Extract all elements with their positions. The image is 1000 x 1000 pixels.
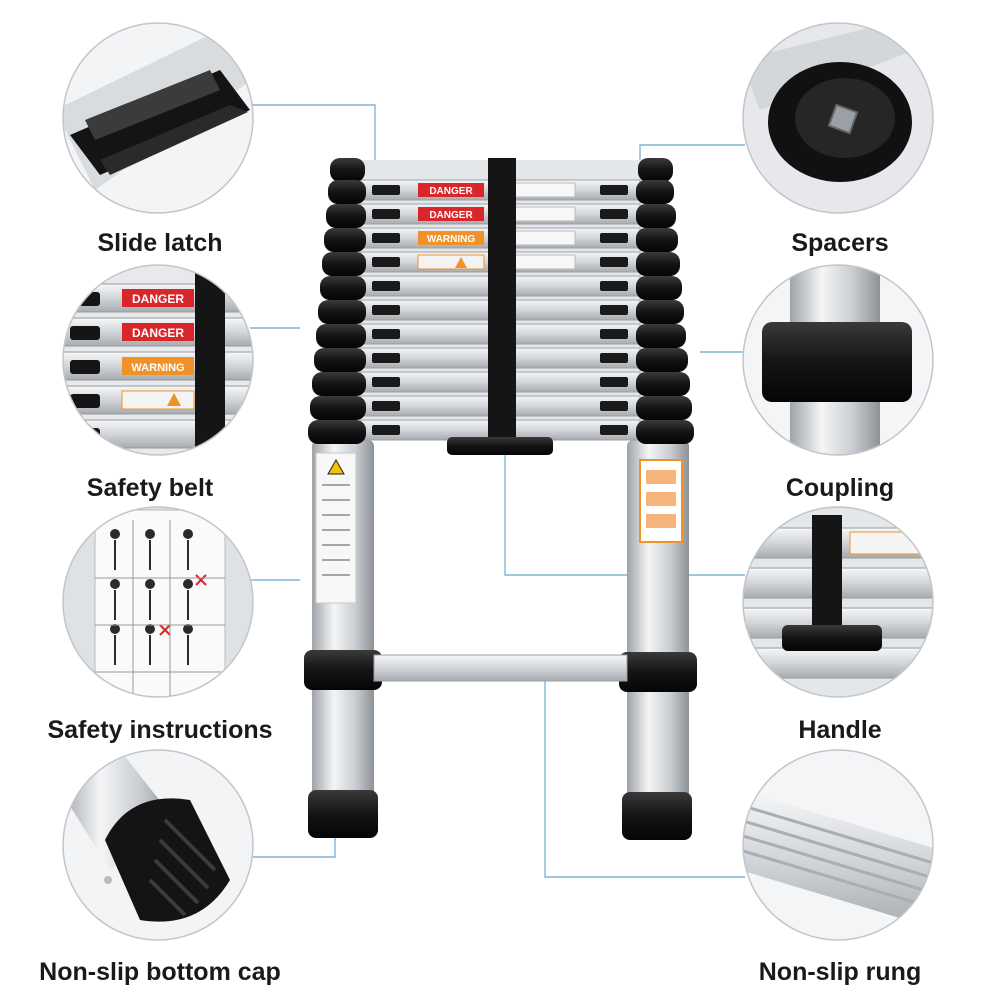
rung-warning-sign: WARNING [427, 234, 476, 245]
detail-safety-instructions [62, 506, 254, 698]
detail-spacers [742, 22, 934, 214]
rung-danger-sign-2: DANGER [429, 210, 473, 221]
label-slide-latch: Slide latch [97, 229, 223, 257]
detail-safety-belt: DANGER DANGER WARNING [62, 264, 254, 456]
detail-coupling [742, 264, 934, 456]
label-bottom-cap: Non-slip bottom cap [39, 958, 281, 986]
telescopic-ladder: DANGER DANGER WARNING [304, 158, 697, 840]
label-coupling: Coupling [785, 474, 895, 502]
belt-danger-sign-2: DANGER [132, 326, 184, 340]
label-handle: Handle [798, 716, 882, 744]
label-rung: Non-slip rung [758, 958, 922, 986]
label-safety-belt: Safety belt [86, 474, 214, 502]
detail-handle [742, 506, 934, 698]
label-spacers: Spacers [791, 229, 889, 257]
detail-bottom-cap [62, 749, 254, 941]
detail-rung [742, 749, 934, 941]
rung-stack: DANGER DANGER WARNING [308, 158, 694, 455]
rung-danger-sign-1: DANGER [429, 186, 473, 197]
belt-warning-sign: WARNING [131, 362, 184, 374]
label-safety-instructions: Safety instructions [47, 716, 273, 744]
detail-slide-latch [62, 22, 254, 214]
belt-danger-sign-1: DANGER [132, 292, 184, 306]
